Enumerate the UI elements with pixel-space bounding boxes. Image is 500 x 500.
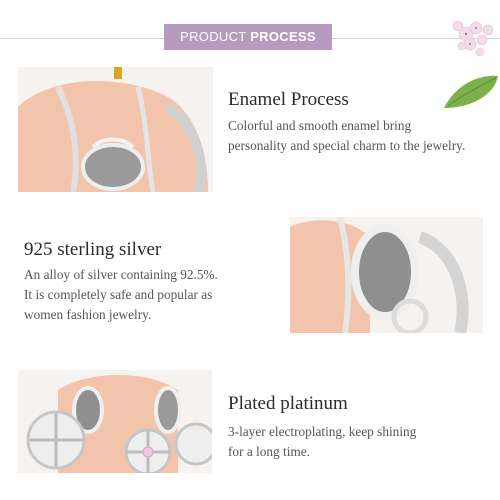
enamel-process-photo: [18, 67, 213, 192]
section-heading-platinum: Plated platinum: [228, 393, 348, 414]
plated-platinum-photo: [18, 370, 212, 473]
description-line: personality and special charm to the jew…: [228, 138, 466, 153]
banner-prefix: PRODUCT: [180, 29, 247, 44]
description-line: It is completely safe and popular as: [24, 287, 213, 302]
section-description-platinum: 3-layer electroplating, keep shining for…: [228, 422, 488, 462]
section-heading-silver: 925 sterling silver: [24, 239, 162, 260]
sterling-silver-photo: [290, 217, 483, 333]
flower-decoration-icon: [436, 4, 500, 114]
section-heading-enamel: Enamel Process: [228, 89, 349, 110]
description-line: An alloy of silver containing 92.5%.: [24, 267, 218, 282]
description-line: for a long time.: [228, 444, 310, 459]
description-line: 3-layer electroplating, keep shining: [228, 424, 417, 439]
section-banner: PRODUCT PROCESS: [164, 24, 332, 50]
banner-emphasis: PROCESS: [250, 29, 316, 44]
description-line: women fashion jewelry.: [24, 307, 152, 322]
section-description-enamel: Colorful and smooth enamel bring persona…: [228, 116, 498, 156]
section-description-silver: An alloy of silver containing 92.5%. It …: [24, 265, 284, 325]
description-line: Colorful and smooth enamel bring: [228, 118, 412, 133]
